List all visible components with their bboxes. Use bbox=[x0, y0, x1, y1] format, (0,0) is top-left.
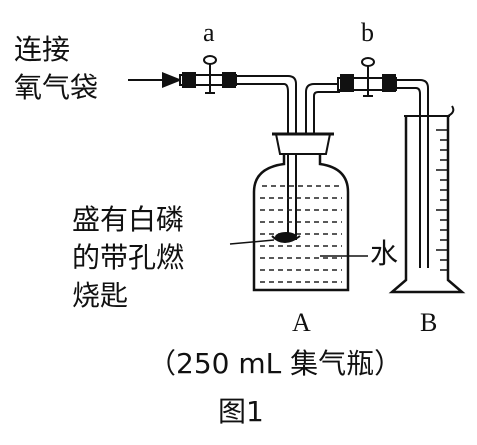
valve-b bbox=[337, 57, 397, 97]
spoon-label-line3: 烧匙 bbox=[72, 279, 129, 312]
cylinder-inlet-tube bbox=[396, 79, 429, 268]
bottle-water bbox=[260, 185, 342, 283]
spoon-label-line2: 的带孔燃 bbox=[72, 241, 185, 274]
valve-a-label: a bbox=[203, 18, 215, 47]
graduated-cylinder-B bbox=[388, 105, 466, 294]
right-glass-tube bbox=[305, 83, 340, 150]
white-phosphorus bbox=[275, 232, 297, 242]
bottle-A-label: A bbox=[292, 308, 311, 337]
cylinder-B-label: B bbox=[420, 308, 438, 337]
valve-a bbox=[179, 55, 237, 94]
spoon-leader bbox=[229, 239, 275, 245]
water-label: 水 bbox=[370, 237, 399, 270]
oxygen-bag-label-line2: 氧气袋 bbox=[14, 71, 99, 104]
spoon-label-line1: 盛有白磷 bbox=[72, 203, 185, 236]
gas-bottle-A bbox=[252, 154, 350, 292]
valve-b-label: b bbox=[361, 18, 374, 47]
rubber-stopper bbox=[272, 132, 334, 155]
oxygen-bag-label-line1: 连接 bbox=[14, 33, 71, 66]
combustion-spoon bbox=[271, 160, 301, 243]
bottle-spec-label: （250 mL 集气瓶） bbox=[148, 347, 403, 380]
cylinder-graduations bbox=[436, 129, 448, 271]
left-glass-tube bbox=[236, 75, 297, 240]
figure-caption: 图1 bbox=[218, 395, 264, 428]
